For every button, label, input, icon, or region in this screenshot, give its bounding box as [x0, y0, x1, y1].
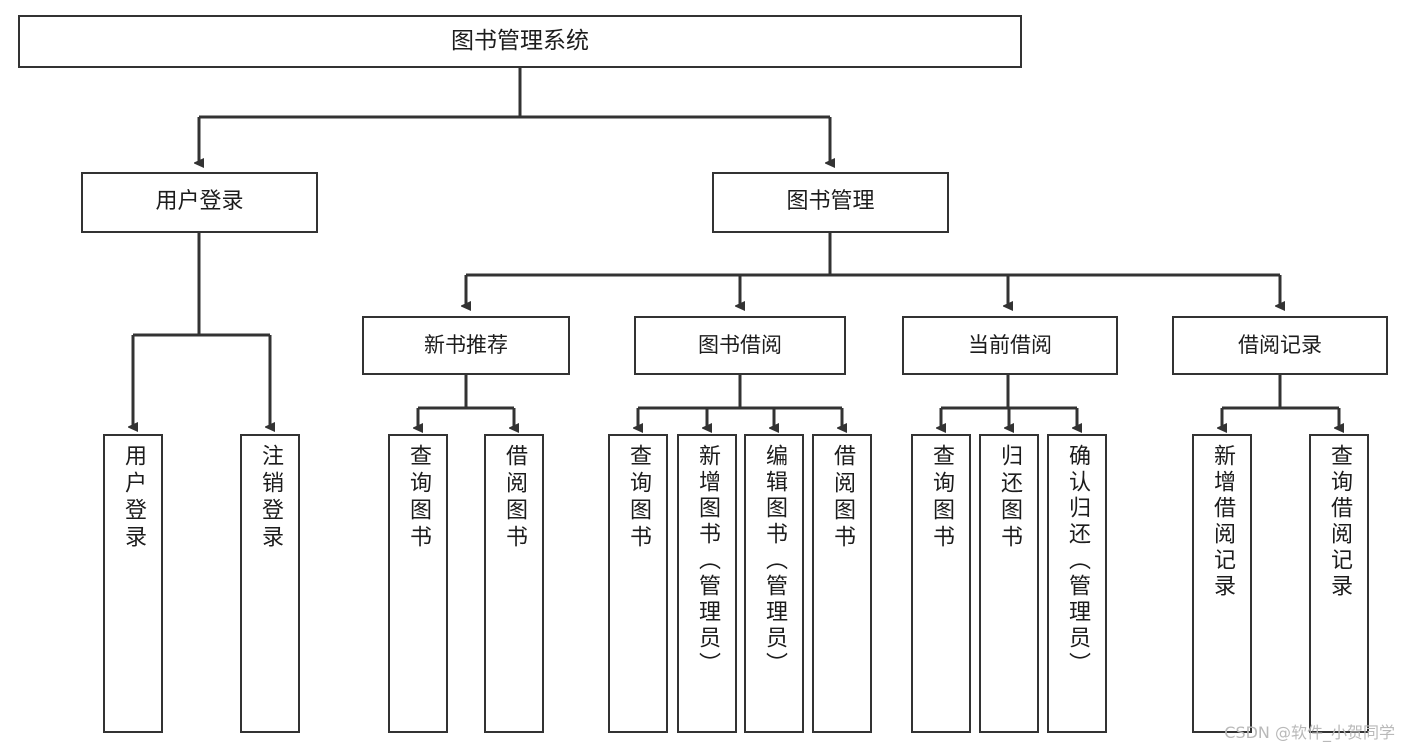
node-label: 借阅图书: [502, 444, 527, 552]
node-label: 当前借阅: [968, 332, 1052, 357]
node-root-system[interactable]: 图书管理系统: [18, 15, 1022, 68]
leaf-new-book-borrow[interactable]: 借阅图书: [484, 434, 544, 733]
node-label: 注销登录: [258, 444, 283, 552]
leaf-book-borrow-query[interactable]: 查询图书: [608, 434, 668, 733]
node-label: 借阅图书: [830, 444, 855, 552]
node-book-borrow[interactable]: 图书借阅: [634, 316, 846, 375]
node-current-borrow[interactable]: 当前借阅: [902, 316, 1118, 375]
node-book-management[interactable]: 图书管理: [712, 172, 949, 233]
node-user-login[interactable]: 用户登录: [81, 172, 318, 233]
leaf-current-borrow-query[interactable]: 查询图书: [911, 434, 971, 733]
node-label: 图书管理: [786, 189, 875, 215]
node-label: 归还图书: [997, 444, 1022, 552]
node-label: 查询借阅记录: [1327, 444, 1352, 600]
node-label: 新增借阅记录: [1210, 444, 1235, 600]
leaf-current-borrow-confirm-return[interactable]: 确认归还（管理员）: [1047, 434, 1107, 733]
leaf-user-login-logout[interactable]: 注销登录: [240, 434, 300, 733]
node-label: 查询图书: [406, 444, 431, 552]
node-label: 用户登录: [155, 189, 244, 215]
node-label: 用户登录: [121, 444, 146, 552]
node-borrow-record[interactable]: 借阅记录: [1172, 316, 1388, 375]
leaf-user-login-login[interactable]: 用户登录: [103, 434, 163, 733]
node-new-book-recommend[interactable]: 新书推荐: [362, 316, 570, 375]
node-label: 新增图书（管理员）: [695, 444, 720, 678]
leaf-book-borrow-borrow[interactable]: 借阅图书: [812, 434, 872, 733]
watermark-text: CSDN @软件_小贺同学: [1224, 723, 1395, 742]
leaf-borrow-record-query[interactable]: 查询借阅记录: [1309, 434, 1369, 733]
leaf-borrow-record-add[interactable]: 新增借阅记录: [1192, 434, 1252, 733]
leaf-new-book-query[interactable]: 查询图书: [388, 434, 448, 733]
node-label: 新书推荐: [424, 332, 508, 357]
node-label: 借阅记录: [1238, 332, 1322, 357]
node-label: 确认归还（管理员）: [1065, 444, 1090, 678]
leaf-book-borrow-add[interactable]: 新增图书（管理员）: [677, 434, 737, 733]
leaf-book-borrow-edit[interactable]: 编辑图书（管理员）: [744, 434, 804, 733]
node-label: 查询图书: [929, 444, 954, 552]
node-label: 图书借阅: [698, 332, 782, 357]
leaf-current-borrow-return[interactable]: 归还图书: [979, 434, 1039, 733]
node-label: 查询图书: [626, 444, 651, 552]
node-label: 图书管理系统: [451, 27, 589, 54]
node-label: 编辑图书（管理员）: [762, 444, 787, 678]
